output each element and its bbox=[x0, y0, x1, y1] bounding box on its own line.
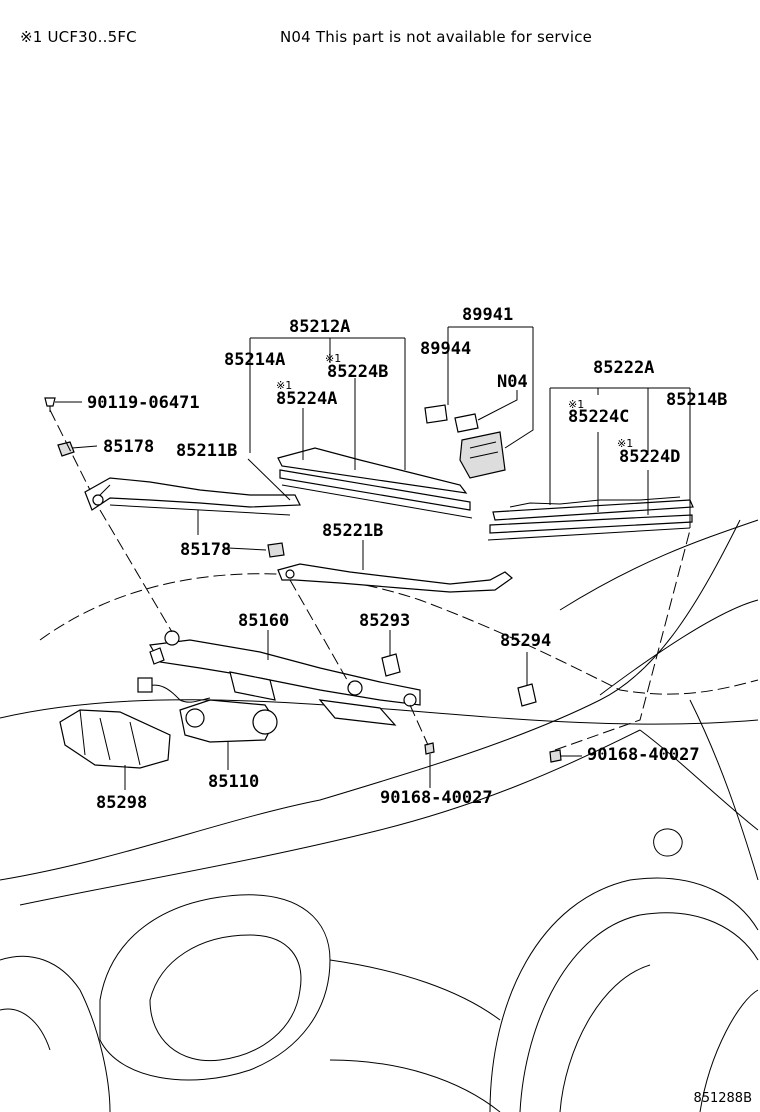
label-89944: 89944 bbox=[420, 339, 471, 359]
right-wiper-arm bbox=[277, 563, 513, 593]
label-85214A: 85214A bbox=[224, 350, 285, 370]
label-85214B: 85214B bbox=[666, 390, 727, 410]
mark-85224A: ※1 bbox=[276, 379, 292, 392]
left-wiper-blade bbox=[277, 447, 473, 519]
label-90119-06471: 90119-06471 bbox=[87, 393, 200, 413]
label-85160: 85160 bbox=[238, 611, 289, 631]
label-85224A: 85224A bbox=[276, 389, 337, 409]
label-85294: 85294 bbox=[500, 631, 551, 651]
motor-cover bbox=[59, 709, 171, 769]
label-85293: 85293 bbox=[359, 611, 410, 631]
wiper-motor bbox=[137, 677, 278, 743]
service-note: N04 This part is not available for servi… bbox=[280, 28, 593, 46]
label-N04: N04 bbox=[497, 372, 528, 392]
small-parts bbox=[44, 397, 562, 763]
mark-85224D: ※1 bbox=[617, 437, 633, 450]
label-90168-40027-bottom: 90168-40027 bbox=[380, 788, 493, 808]
label-85224B: 85224B bbox=[327, 362, 388, 382]
label-85178-mid: 85178 bbox=[180, 540, 231, 560]
label-85224D: 85224D bbox=[619, 447, 680, 467]
label-85224C: 85224C bbox=[568, 407, 629, 427]
label-85178-top: 85178 bbox=[103, 437, 154, 457]
label-85221B: 85221B bbox=[322, 521, 383, 541]
mark-85224B: ※1 bbox=[325, 352, 341, 365]
label-90168-40027-right: 90168-40027 bbox=[587, 745, 700, 765]
diagram-code: 851288B bbox=[693, 1091, 752, 1106]
label-85298: 85298 bbox=[96, 793, 147, 813]
leader-lines bbox=[49, 326, 691, 790]
car-body-outline bbox=[0, 519, 759, 1112]
part-labels: 85212A 85214A ※1 85224B ※1 85224A 89941 … bbox=[87, 305, 727, 813]
n04-parts bbox=[424, 404, 506, 479]
label-89941: 89941 bbox=[462, 305, 513, 325]
mark-85224C: ※1 bbox=[568, 398, 584, 411]
variant-note: ※1 UCF30..5FC bbox=[20, 28, 137, 46]
wiper-linkage bbox=[149, 630, 421, 726]
label-85211B: 85211B bbox=[176, 441, 237, 461]
left-wiper-arm bbox=[84, 477, 301, 516]
label-85222A: 85222A bbox=[593, 358, 654, 378]
right-wiper-blade bbox=[487, 496, 694, 541]
label-85212A: 85212A bbox=[289, 317, 350, 337]
label-85110: 85110 bbox=[208, 772, 259, 792]
